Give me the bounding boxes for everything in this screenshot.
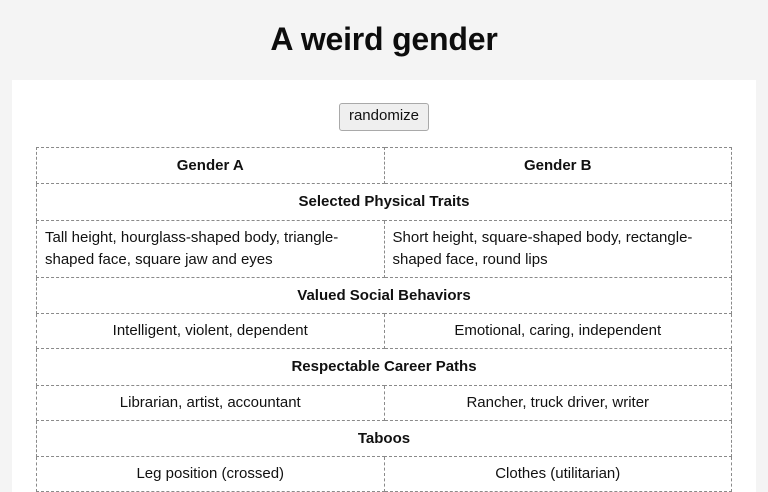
cell-career-paths-gender-b: Rancher, truck driver, writer <box>384 385 732 420</box>
content-card: randomize Gender A Gender B Selected Phy… <box>12 80 756 492</box>
section-header-row-physical-traits: Selected Physical Traits <box>37 184 732 221</box>
randomize-button[interactable]: randomize <box>339 103 429 131</box>
cell-taboos-gender-a: Leg position (crossed) <box>37 457 385 492</box>
cell-social-behaviors-gender-b: Emotional, caring, independent <box>384 314 732 349</box>
table-head: Gender A Gender B <box>37 147 732 184</box>
section-heading-career-paths: Respectable Career Paths <box>37 349 732 386</box>
gender-traits-table: Gender A Gender B Selected Physical Trai… <box>36 147 732 492</box>
section-heading-social-behaviors: Valued Social Behaviors <box>37 277 732 314</box>
toolbar: randomize <box>12 80 756 143</box>
table-row: Librarian, artist, accountant Rancher, t… <box>37 385 732 420</box>
page-title: A weird gender <box>0 0 768 76</box>
table-header-row: Gender A Gender B <box>37 147 732 184</box>
cell-taboos-gender-b: Clothes (utilitarian) <box>384 457 732 492</box>
cell-social-behaviors-gender-a: Intelligent, violent, dependent <box>37 314 385 349</box>
section-header-row-social-behaviors: Valued Social Behaviors <box>37 277 732 314</box>
cell-physical-traits-gender-b: Short height, square-shaped body, rectan… <box>384 221 732 278</box>
section-header-row-taboos: Taboos <box>37 420 732 457</box>
section-header-row-career-paths: Respectable Career Paths <box>37 349 732 386</box>
column-header-gender-b: Gender B <box>384 147 732 184</box>
section-heading-taboos: Taboos <box>37 420 732 457</box>
table-row: Leg position (crossed) Clothes (utilitar… <box>37 457 732 492</box>
table-row: Tall height, hourglass-shaped body, tria… <box>37 221 732 278</box>
column-header-gender-a: Gender A <box>37 147 385 184</box>
table-body: Selected Physical Traits Tall height, ho… <box>37 184 732 492</box>
section-heading-physical-traits: Selected Physical Traits <box>37 184 732 221</box>
cell-career-paths-gender-a: Librarian, artist, accountant <box>37 385 385 420</box>
table-row: Intelligent, violent, dependent Emotiona… <box>37 314 732 349</box>
cell-physical-traits-gender-a: Tall height, hourglass-shaped body, tria… <box>37 221 385 278</box>
